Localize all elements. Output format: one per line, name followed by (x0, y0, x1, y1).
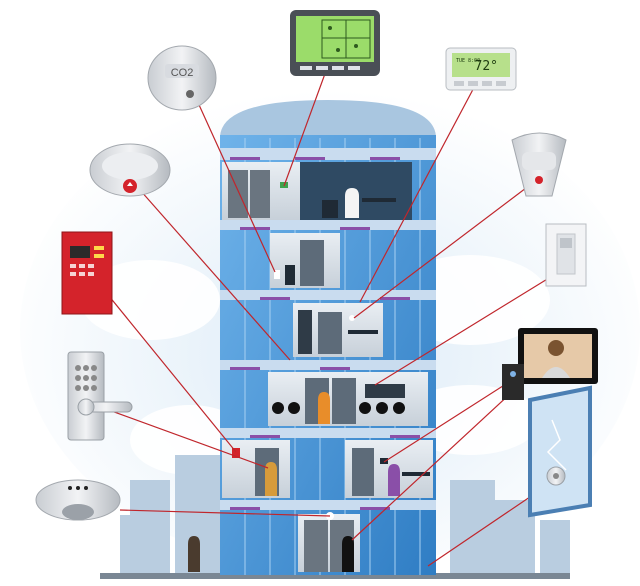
device-connection-lines (94, 59, 563, 567)
purple-trim (230, 157, 420, 510)
person-silhouette (345, 188, 359, 218)
intruder-silhouette (342, 536, 354, 572)
ground-floor-entrance (188, 512, 360, 572)
floor-plan-panel-icon[interactable] (290, 10, 380, 76)
wall-sensor (274, 270, 280, 279)
room-top-office (222, 162, 412, 220)
background-skyline (120, 455, 570, 575)
co2-detector-icon[interactable]: CO2 (147, 45, 217, 111)
thermostat-reading: 72° (475, 59, 498, 74)
light-switch-icon[interactable] (545, 223, 587, 287)
motion-sensor-icon[interactable] (511, 132, 567, 197)
room-fourth-floor-lobby (268, 372, 428, 426)
room-fifth-floor (222, 440, 433, 498)
fire-pull-station (232, 448, 240, 458)
fire-alarm-panel-icon[interactable] (61, 231, 113, 315)
glass-break-sensor-icon[interactable] (528, 385, 592, 518)
thermostat-small-text: TUE 8:00 (456, 58, 480, 64)
person-purple (388, 464, 400, 496)
person-yellow (265, 462, 277, 496)
room-second-floor (270, 233, 340, 288)
person-orange (318, 392, 330, 424)
thermostat-icon[interactable]: 72° TUE 8:00 (445, 47, 517, 91)
pedestrian (188, 536, 200, 572)
occupancy-sensor-icon[interactable] (35, 479, 121, 521)
keypad-lock-icon[interactable] (67, 351, 133, 441)
ground (100, 573, 570, 579)
room-third-floor (293, 303, 383, 357)
smoke-detector-icon[interactable] (89, 143, 171, 197)
video-intercom-icon[interactable] (502, 328, 598, 400)
building-roof (220, 100, 436, 138)
co2-label: CO2 (171, 67, 194, 79)
